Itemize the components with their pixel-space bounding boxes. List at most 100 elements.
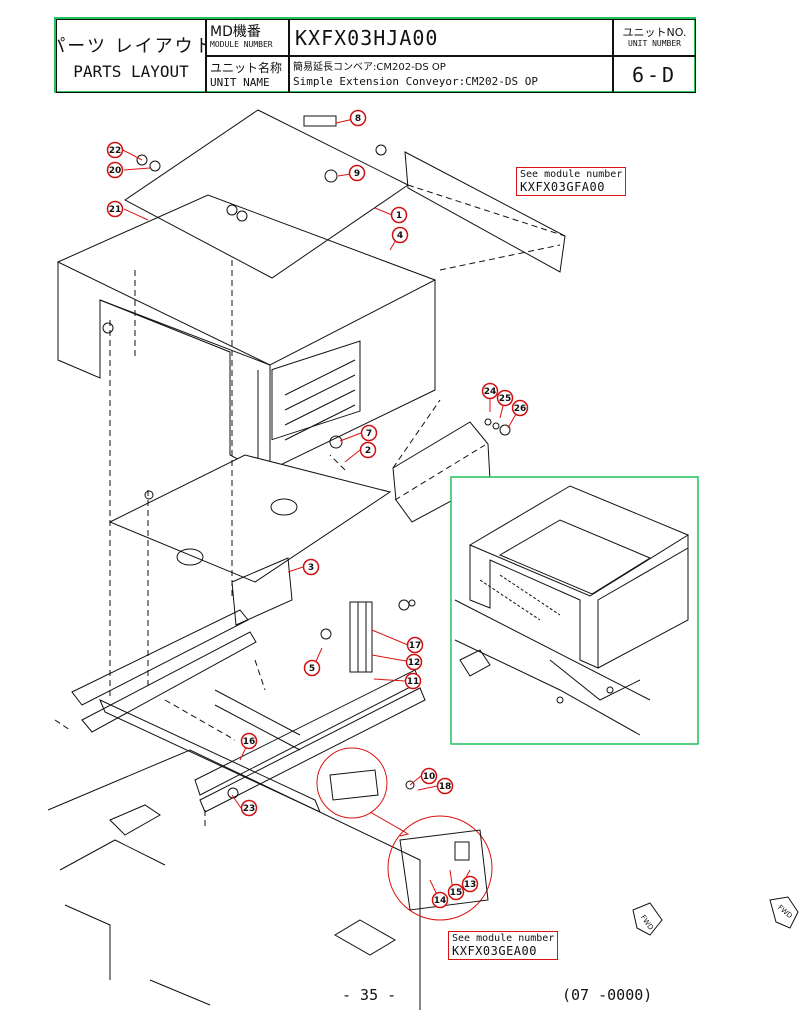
- callout-3: 3: [302, 558, 320, 576]
- callout-number: 11: [407, 677, 420, 687]
- unit-name-en: Simple Extension Conveyor:CM202-DS OP: [293, 74, 539, 88]
- callout-number: 4: [397, 231, 403, 241]
- unit-number: 6-D: [631, 62, 678, 87]
- frame-rail-f: [214, 689, 301, 751]
- detail-circle-small: [316, 747, 388, 819]
- callout-number: 22: [109, 146, 122, 156]
- callout-circle: [511, 399, 529, 417]
- module-number-cell: KXFX03HJA00: [289, 19, 613, 56]
- detail-circle-large: [387, 815, 493, 921]
- callout-22: 22: [106, 141, 124, 159]
- callout-2: 2: [359, 441, 377, 459]
- callout-number: 20: [109, 166, 122, 176]
- callout-circle: [106, 141, 124, 159]
- callout-circle: [240, 732, 258, 750]
- callout-circle: [405, 653, 423, 671]
- callout-circle: [461, 875, 479, 893]
- callout-number: 17: [409, 641, 422, 651]
- unit-number-cell: 6-D: [613, 56, 696, 93]
- callout-number: 24: [484, 387, 497, 397]
- callout-circle: [431, 891, 449, 909]
- callout-number: 23: [243, 804, 256, 814]
- callout-number: 21: [109, 205, 122, 215]
- inset-view-frame: [450, 476, 699, 745]
- side-panel: [404, 151, 566, 273]
- callout-circle: [420, 767, 438, 785]
- callout-circle: [481, 382, 499, 400]
- frame-rail-e: [199, 687, 426, 813]
- callout-12: 12: [405, 653, 423, 671]
- module-reference-bottom: See module number KXFX03GEA00: [448, 931, 559, 960]
- callout-1: 1: [390, 206, 408, 224]
- callout-21: 21: [106, 200, 124, 218]
- reference-label: See module number: [520, 169, 623, 180]
- callout-20: 20: [106, 161, 124, 179]
- machine-floor-outline: [47, 749, 421, 1010]
- callout-circle: [406, 636, 424, 654]
- callout-9: 9: [348, 164, 366, 182]
- callout-number: 3: [308, 563, 314, 573]
- callout-circle: [348, 164, 366, 182]
- callout-circle: [390, 206, 408, 224]
- callout-number: 12: [408, 658, 421, 668]
- callout-17: 17: [406, 636, 424, 654]
- unit-no-label-jp: ユニットNO.: [622, 26, 687, 39]
- callout-circle: [360, 424, 378, 442]
- callout-circle: [404, 672, 422, 690]
- callout-number: 8: [355, 114, 361, 124]
- callout-11: 11: [404, 672, 422, 690]
- callout-circle: [303, 659, 321, 677]
- callout-5: 5: [303, 659, 321, 677]
- module-number-label-cell: MD機番 MODULE NUMBER: [206, 19, 289, 56]
- callout-circle: [359, 441, 377, 459]
- parts-layout-en: PARTS LAYOUT: [73, 61, 189, 81]
- base-plate: [108, 454, 392, 583]
- callout-circle: [106, 200, 124, 218]
- frame-rail-a: [71, 609, 249, 706]
- callout-number: 26: [514, 404, 527, 414]
- callout-circle: [436, 777, 454, 795]
- callout-number: 25: [499, 394, 512, 404]
- callout-number: 10: [423, 772, 436, 782]
- callout-number: 13: [464, 880, 477, 890]
- page-number: - 35 -: [342, 986, 397, 1004]
- unit-name-cell: 簡易延長コンベア:CM202-DS OP Simple Extension Co…: [289, 56, 613, 93]
- callout-26: 26: [511, 399, 529, 417]
- callout-number: 18: [439, 782, 452, 792]
- reference-number: KXFX03GFA00: [520, 180, 605, 194]
- unit-number-label: UNIT NUMBER: [628, 39, 681, 48]
- reference-label: See module number: [452, 933, 555, 944]
- callout-circle: [302, 558, 320, 576]
- callout-7: 7: [360, 424, 378, 442]
- callout-16: 16: [240, 732, 258, 750]
- callout-23: 23: [240, 799, 258, 817]
- parts-layout-cell: パーツ レイアウト PARTS LAYOUT: [56, 19, 206, 93]
- callout-circle: [496, 389, 514, 407]
- callout-15: 15: [447, 883, 465, 901]
- callout-14: 14: [431, 891, 449, 909]
- callout-8: 8: [349, 109, 367, 127]
- unit-name-jp: 簡易延長コンベア:CM202-DS OP: [293, 61, 446, 73]
- callout-circle: [106, 161, 124, 179]
- callout-number: 5: [309, 664, 315, 674]
- fwd-direction-icon: FWD: [632, 902, 663, 936]
- title-block: パーツ レイアウト PARTS LAYOUT MD機番 MODULE NUMBE…: [54, 17, 696, 93]
- callout-number: 15: [450, 888, 463, 898]
- callout-number: 7: [366, 429, 372, 439]
- callout-number: 14: [434, 896, 447, 906]
- callout-10: 10: [420, 767, 438, 785]
- unit-label-jp: ユニット名称: [210, 60, 283, 75]
- unit-name-label-cell: ユニット名称 UNIT NAME: [206, 56, 289, 93]
- callout-number: 9: [354, 169, 360, 179]
- module-number: KXFX03HJA00: [295, 25, 439, 50]
- callout-24: 24: [481, 382, 499, 400]
- callout-number: 16: [243, 737, 256, 747]
- unit-name-label: UNIT NAME: [210, 75, 270, 89]
- module-number-label: MODULE NUMBER: [210, 40, 273, 49]
- bracket-plate: [231, 557, 293, 626]
- inset-view-drawing: [454, 485, 690, 736]
- callout-circle: [391, 226, 409, 244]
- reference-number: KXFX03GEA00: [452, 944, 537, 958]
